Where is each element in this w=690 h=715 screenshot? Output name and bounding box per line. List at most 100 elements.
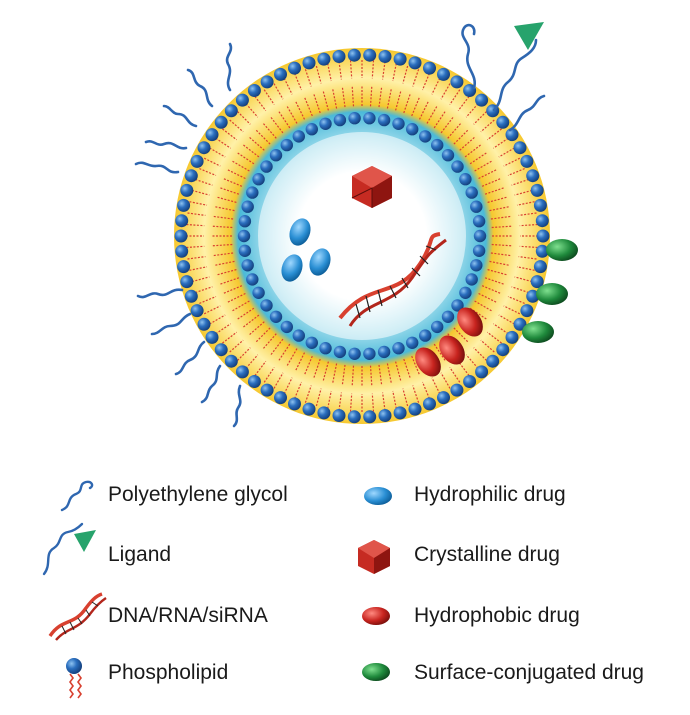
phospholipid-head xyxy=(246,273,259,286)
lipid-tail xyxy=(392,390,397,409)
hydrophobic-drugs xyxy=(415,307,483,377)
phospholipid-head xyxy=(363,347,376,360)
phospholipid-head xyxy=(246,186,259,199)
phospholipid-head xyxy=(252,286,265,299)
phospholipid-head xyxy=(470,200,483,213)
phospholipid-head xyxy=(463,84,477,97)
hydrophobic-drug-icon xyxy=(362,607,390,625)
phospholipid-head xyxy=(224,104,238,118)
phospholipid-head xyxy=(302,402,316,416)
lipid-tail xyxy=(327,63,332,82)
legend-label-hydrophobic-drug: Hydrophobic drug xyxy=(414,604,580,627)
lipid-tail xyxy=(519,245,538,249)
lipid-tail xyxy=(229,119,244,133)
phospholipid-head xyxy=(533,198,547,212)
lipid-tail xyxy=(516,266,535,271)
phospholipid-head xyxy=(190,304,204,318)
lipid-tail xyxy=(518,212,537,216)
phospholipid-head xyxy=(333,113,347,127)
lipid-tail xyxy=(203,157,221,167)
phospholipid-head xyxy=(274,391,287,405)
phospholipid-head xyxy=(431,138,444,152)
phospholipid-head xyxy=(238,215,252,228)
phospholipid-head xyxy=(473,229,487,243)
phospholipid-head xyxy=(431,320,444,334)
lipid-tail xyxy=(421,381,430,399)
phospholipid-head xyxy=(214,343,228,357)
surface-drug-icon xyxy=(362,663,390,681)
lipid-tail xyxy=(186,245,205,249)
phospholipid-head xyxy=(175,244,189,258)
phospholipid-head xyxy=(292,130,305,143)
lipid-tail xyxy=(203,305,221,315)
phospholipid-head xyxy=(269,310,283,323)
phospholipid-head xyxy=(451,299,464,312)
phospholipid-head xyxy=(260,299,273,312)
lipid-tail xyxy=(412,385,420,403)
ligand-icon xyxy=(42,522,96,576)
lipid-tail xyxy=(473,111,487,125)
lipid-tail xyxy=(222,128,238,141)
phospholipid-head xyxy=(437,391,450,405)
phospholipid-head xyxy=(333,345,347,359)
lipid-tail xyxy=(254,96,267,112)
phospholipid-head xyxy=(317,406,331,420)
phospholipid-head xyxy=(241,259,254,272)
phospholipid-head xyxy=(451,160,464,173)
lipid-tail xyxy=(421,73,430,91)
lipid-tail xyxy=(392,63,397,82)
phospholipid-head xyxy=(459,286,472,299)
legend-label-hydrophilic-drug: Hydrophilic drug xyxy=(414,483,566,506)
phospholipid-head xyxy=(348,112,361,125)
lipid-tail xyxy=(431,377,441,395)
lipid-tail xyxy=(315,388,322,407)
lipid-tail xyxy=(349,60,353,79)
peg-chain-icon xyxy=(60,480,94,512)
lipid-tail xyxy=(273,372,284,389)
lipid-tail xyxy=(486,331,502,344)
phospholipid-head xyxy=(496,115,510,129)
lipid-tail xyxy=(191,276,210,283)
legend-icons xyxy=(42,480,392,699)
phospholipid-head xyxy=(513,317,527,331)
lipid-tail xyxy=(449,367,461,383)
lipid-tail xyxy=(195,286,213,294)
phospholipid-head xyxy=(238,244,252,257)
lipid-tail xyxy=(511,286,529,294)
lipid-tail xyxy=(245,103,259,118)
phospholipid-head xyxy=(465,186,478,199)
phospholipid-head xyxy=(533,260,547,274)
lipid-tail xyxy=(486,128,502,141)
phospholipid-head xyxy=(496,343,510,357)
phospholipid-head xyxy=(347,48,361,62)
phospholipid-head xyxy=(530,275,544,289)
phospholipid-head xyxy=(175,214,189,228)
lipid-tail xyxy=(263,89,275,105)
lipid-tail xyxy=(465,103,479,118)
phospholipid-head xyxy=(302,56,316,70)
outer-phospholipid-heads xyxy=(174,48,550,424)
phospholipid-head xyxy=(288,61,301,75)
hydrophilic-drugs xyxy=(281,218,331,282)
phospholipid-head xyxy=(535,244,549,258)
lipid-tail xyxy=(283,77,293,95)
phospholipid-head xyxy=(470,259,483,272)
phospholipid-head xyxy=(441,149,455,162)
phospholipid-head xyxy=(378,50,392,63)
lipid-tail xyxy=(514,189,533,196)
lipid-tail xyxy=(229,339,244,353)
phospholipid-head xyxy=(280,138,293,152)
phospholipid-head xyxy=(260,75,274,89)
lipid-tail xyxy=(245,354,259,369)
phospholipid-head xyxy=(450,383,464,397)
lipid-tail xyxy=(503,305,521,315)
phospholipid-head xyxy=(180,183,194,197)
phospholipid-head xyxy=(305,123,318,136)
phospholipid-head xyxy=(347,410,361,424)
phospholipid-head xyxy=(184,169,198,183)
lipid-tail xyxy=(519,223,538,227)
phospholipid-head xyxy=(486,354,500,368)
lipid-tail xyxy=(412,69,420,87)
phospholipid-head xyxy=(377,345,391,359)
